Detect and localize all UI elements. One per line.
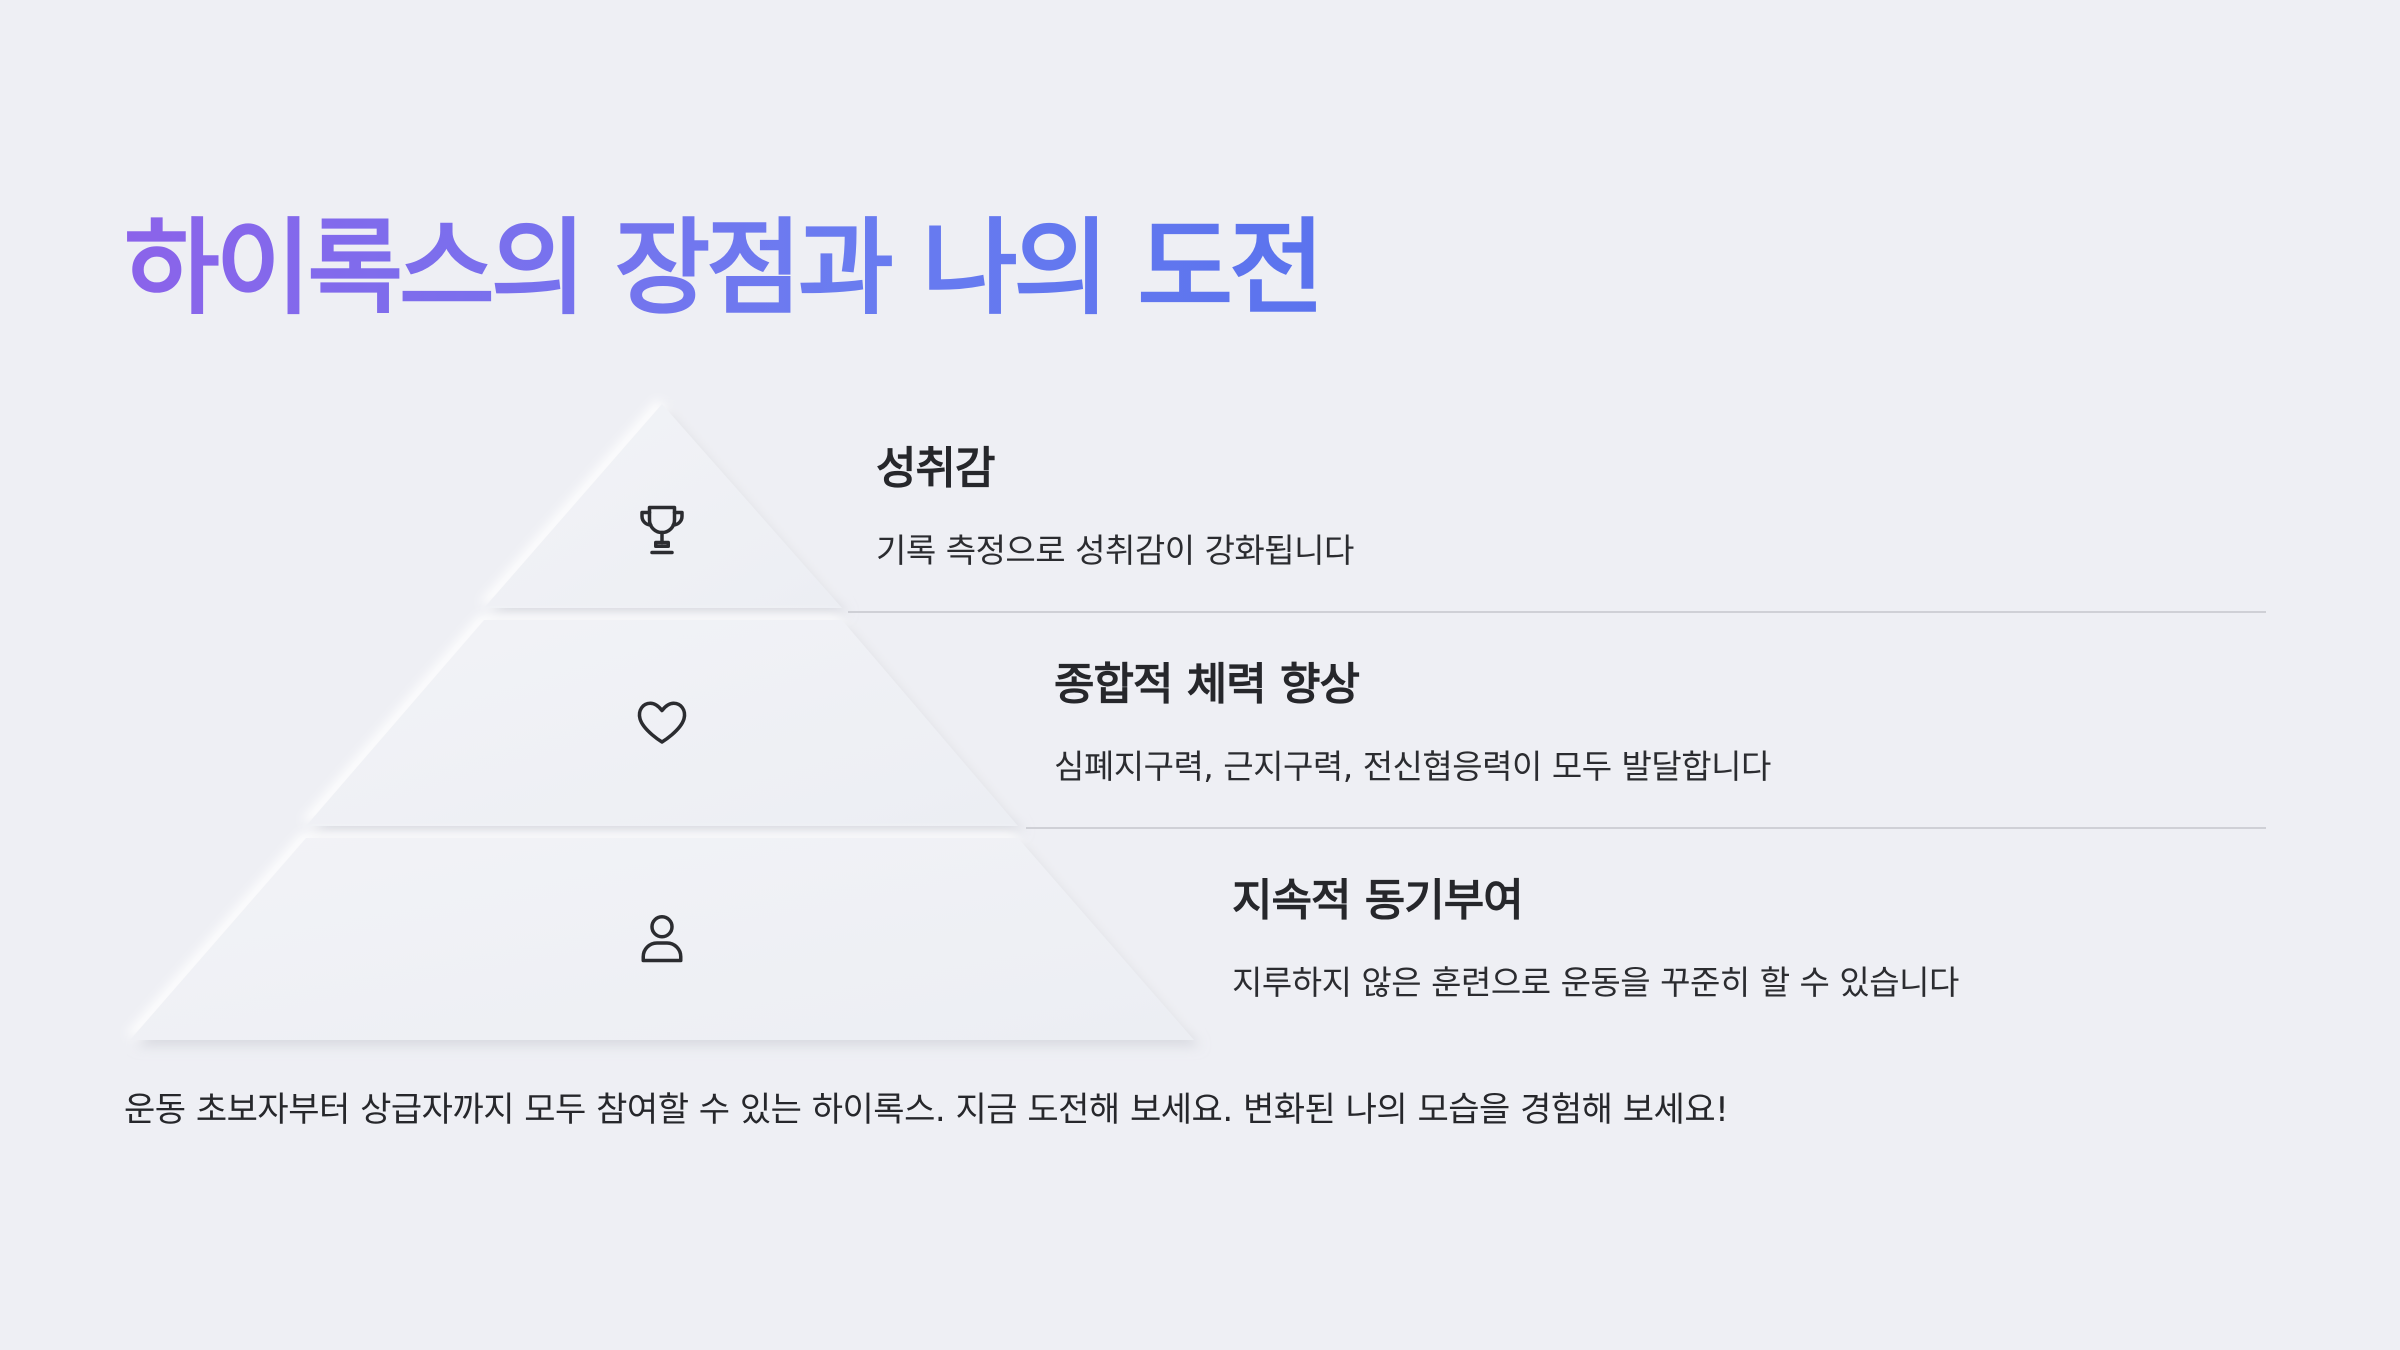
tier-heading: 지속적 동기부여: [1232, 875, 1524, 926]
trophy-icon: [632, 500, 692, 560]
person-icon: [632, 908, 692, 968]
tier-2-text: 종합적 체력 향상 심폐지구력, 근지구력, 전신협응력이 모두 발달합니다: [1054, 648, 1771, 788]
tier-divider-2: [1026, 827, 2266, 829]
tier-heading: 성취감: [876, 443, 995, 494]
tier-description: 심폐지구력, 근지구력, 전신협응력이 모두 발달합니다: [1054, 747, 1771, 786]
tier-1-text: 성취감 기록 측정으로 성취감이 강화됩니다: [876, 432, 1354, 572]
pyramid-tier-bottom: [130, 838, 1194, 1040]
tier-description: 기록 측정으로 성취감이 강화됩니다: [876, 531, 1354, 570]
page-title: 하이록스의 장점과 나의 도전: [124, 207, 1325, 329]
heart-icon: [632, 692, 692, 752]
footer-text: 운동 초보자부터 상급자까지 모두 참여할 수 있는 하이록스. 지금 도전해 …: [124, 1090, 1729, 1130]
pyramid-tier-middle: [306, 620, 1018, 826]
tier-divider-1: [848, 611, 2266, 613]
tier-heading: 종합적 체력 향상: [1054, 659, 1360, 710]
tier-description: 지루하지 않은 훈련으로 운동을 꾸준히 할 수 있습니다: [1232, 963, 1959, 1002]
tier-3-text: 지속적 동기부여 지루하지 않은 훈련으로 운동을 꾸준히 할 수 있습니다: [1232, 864, 1959, 1004]
